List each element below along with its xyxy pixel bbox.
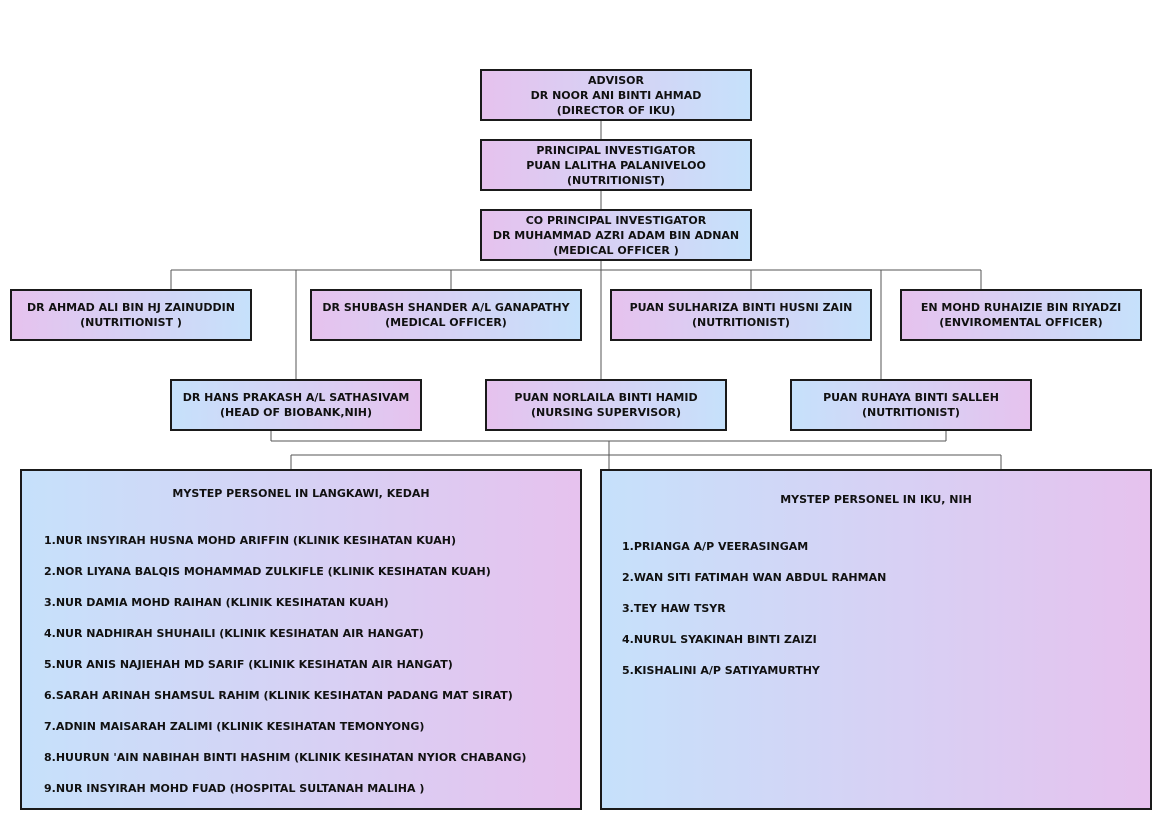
list-item: 1.PRIANGA A/P VEERASINGAM	[622, 540, 809, 553]
list-item: 2.WAN SITI FATIMAH WAN ABDUL RAHMAN	[622, 571, 887, 584]
principal-investigator-box: PRINCIPAL INVESTIGATOR PUAN LALITHA PALA…	[480, 139, 752, 191]
iku-panel-title: MYSTEP PERSONEL IN IKU, NIH	[780, 493, 972, 506]
member-position: (NUTRITIONIST )	[80, 316, 182, 329]
list-item: 5.NUR ANIS NAJIEHAH MD SARIF (KLINIK KES…	[44, 658, 453, 671]
advisor-box: ADVISOR DR NOOR ANI BINTI AHMAD (DIRECTO…	[480, 69, 752, 121]
co-pi-name: DR MUHAMMAD AZRI ADAM BIN ADNAN	[492, 228, 740, 242]
member-name: PUAN SULHARIZA BINTI HUSNI ZAIN	[629, 301, 853, 314]
list-item: 5.KISHALINI A/P SATIYAMURTHY	[622, 664, 820, 677]
member-position: (NUTRITIONIST)	[692, 316, 790, 329]
co-principal-investigator-box: CO PRINCIPAL INVESTIGATOR DR MUHAMMAD AZ…	[480, 209, 752, 261]
member-position: (MEDICAL OFFICER)	[385, 316, 507, 329]
list-item: 1.NUR INSYIRAH HUSNA MOHD ARIFFIN (KLINI…	[44, 534, 456, 547]
list-item: 2.NOR LIYANA BALQIS MOHAMMAD ZULKIFLE (K…	[44, 565, 491, 578]
member-box-ruhaizie: EN MOHD RUHAIZIE BIN RIYADZI (ENVIROMENT…	[900, 289, 1142, 341]
member-box-ruhaya: PUAN RUHAYA BINTI SALLEH (NUTRITIONIST)	[790, 379, 1032, 431]
pi-role: PRINCIPAL INVESTIGATOR	[536, 143, 696, 157]
member-box-shubash: DR SHUBASH SHANDER A/L GANAPATHY (MEDICA…	[310, 289, 582, 341]
co-pi-role: CO PRINCIPAL INVESTIGATOR	[525, 213, 707, 227]
list-item: 4.NURUL SYAKINAH BINTI ZAIZI	[622, 633, 817, 646]
list-item: 8.HUURUN 'AIN NABIHAH BINTI HASHIM (KLIN…	[44, 751, 527, 764]
langkawi-personnel-list: 1.NUR INSYIRAH HUSNA MOHD ARIFFIN (KLINI…	[44, 533, 526, 812]
member-name: EN MOHD RUHAIZIE BIN RIYADZI	[920, 301, 1122, 314]
list-item: 6.SARAH ARINAH SHAMSUL RAHIM (KLINIK KES…	[44, 689, 513, 702]
member-position: (ENVIROMENTAL OFFICER)	[939, 316, 1103, 329]
list-item: 4.NUR NADHIRAH SHUHAILI (KLINIK KESIHATA…	[44, 627, 424, 640]
advisor-position: (DIRECTOR OF IKU)	[556, 103, 676, 117]
member-position: (NUTRITIONIST)	[862, 406, 960, 419]
member-box-hans-prakash: DR HANS PRAKASH A/L SATHASIVAM (HEAD OF …	[170, 379, 422, 431]
langkawi-personnel-panel: MYSTEP PERSONEL IN LANGKAWI, KEDAH 1.NUR…	[20, 469, 582, 810]
co-pi-position: (MEDICAL OFFICER )	[553, 243, 679, 257]
list-item: 9.NUR INSYIRAH MOHD FUAD (HOSPITAL SULTA…	[44, 782, 425, 795]
member-box-norlaila: PUAN NORLAILA BINTI HAMID (NURSING SUPER…	[485, 379, 727, 431]
advisor-role: ADVISOR	[588, 73, 644, 87]
pi-name: PUAN LALITHA PALANIVELOO	[526, 158, 706, 172]
member-name: DR SHUBASH SHANDER A/L GANAPATHY	[322, 301, 570, 314]
list-item: 7.ADNIN MAISARAH ZALIMI (KLINIK KESIHATA…	[44, 720, 425, 733]
member-name: PUAN NORLAILA BINTI HAMID	[514, 391, 698, 404]
list-item: 3.NUR DAMIA MOHD RAIHAN (KLINIK KESIHATA…	[44, 596, 389, 609]
member-box-sulhariza: PUAN SULHARIZA BINTI HUSNI ZAIN (NUTRITI…	[610, 289, 872, 341]
langkawi-panel-title: MYSTEP PERSONEL IN LANGKAWI, KEDAH	[172, 487, 430, 500]
pi-position: (NUTRITIONIST)	[567, 173, 665, 187]
iku-personnel-list: 1.PRIANGA A/P VEERASINGAM 2.WAN SITI FAT…	[622, 539, 886, 694]
member-position: (HEAD OF BIOBANK,NIH)	[219, 406, 373, 419]
member-name: PUAN RUHAYA BINTI SALLEH	[823, 391, 999, 404]
member-position: (NURSING SUPERVISOR)	[531, 406, 681, 419]
member-name: DR AHMAD ALI BIN HJ ZAINUDDIN	[27, 301, 235, 314]
list-item: 3.TEY HAW TSYR	[622, 602, 726, 615]
member-box-ahmad-ali: DR AHMAD ALI BIN HJ ZAINUDDIN (NUTRITION…	[10, 289, 252, 341]
iku-personnel-panel: MYSTEP PERSONEL IN IKU, NIH 1.PRIANGA A/…	[600, 469, 1152, 810]
member-name: DR HANS PRAKASH A/L SATHASIVAM	[182, 391, 410, 404]
advisor-name: DR NOOR ANI BINTI AHMAD	[530, 88, 702, 102]
